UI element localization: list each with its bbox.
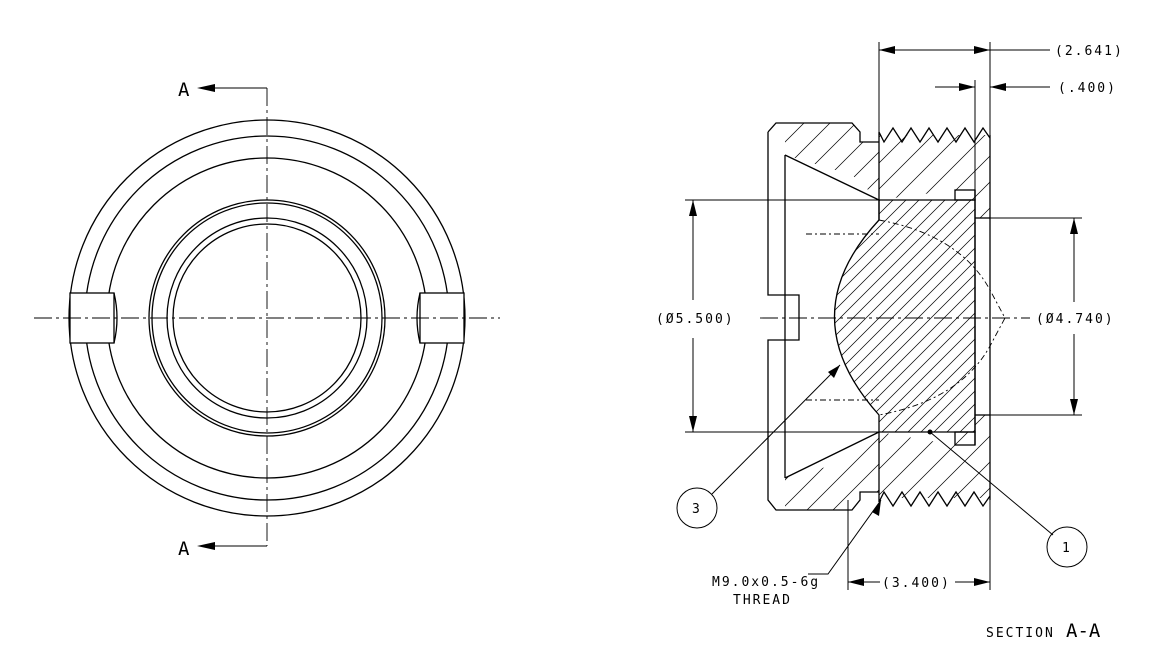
- hatch-line: [834, 200, 975, 432]
- hatch-line: [1147, 195, 1169, 440]
- hatch-line: [785, 123, 879, 510]
- hatch-line: [1072, 120, 1169, 230]
- hatch-line: [1108, 195, 1169, 440]
- dim-outer-diameter: (Ø5.500): [656, 312, 735, 327]
- hatch-line: [879, 135, 949, 218]
- lens-phantom-arc: [878, 219, 1006, 416]
- hatch-line: [1036, 400, 1156, 520]
- hatch-line: [1121, 195, 1169, 440]
- section-title-letters: A-A: [1066, 620, 1101, 642]
- hatch-line: [796, 123, 879, 510]
- hatch-line: [879, 415, 897, 498]
- hatch-line: [834, 200, 975, 432]
- hatch-line: [1160, 195, 1169, 440]
- hatch-line: [848, 123, 879, 510]
- hatch-line: [889, 135, 990, 218]
- hatch-line: [1010, 400, 1130, 520]
- hatch-line: [834, 200, 975, 432]
- hatch-line: [847, 200, 975, 432]
- hatch-line: [983, 415, 990, 498]
- hatch-line: [1134, 195, 1169, 440]
- thread-callout-spec: M9.0x0.5-6g: [712, 575, 820, 590]
- hatch-line: [957, 415, 990, 498]
- hatch-line: [834, 200, 975, 432]
- balloon-1: [1046, 526, 1088, 568]
- hatch-line: [1020, 120, 1130, 230]
- hatch-line: [925, 200, 975, 432]
- hatch-line: [899, 200, 975, 432]
- hatch-line: [834, 200, 975, 432]
- hatch-line: [834, 200, 975, 432]
- hatch-line: [879, 415, 990, 498]
- hatch-line: [912, 200, 975, 432]
- hatch-line: [760, 120, 870, 230]
- hatch-line: [834, 200, 860, 432]
- hatch-line: [785, 123, 813, 510]
- section-label-bottom: A: [178, 538, 190, 560]
- hatch-line: [785, 123, 879, 510]
- hatch-line: [873, 200, 975, 432]
- hatch-line: [994, 120, 1104, 230]
- hatch-line: [1088, 400, 1169, 520]
- hatch-line: [822, 123, 879, 510]
- balloon-3-label: 3: [692, 502, 702, 517]
- hatch-line: [967, 135, 990, 218]
- hatch-line: [834, 200, 912, 432]
- hatch-line: [834, 200, 938, 432]
- thread-bottom: [878, 490, 991, 508]
- balloon-3: [676, 487, 718, 529]
- section-title-word: SECTION: [986, 626, 1055, 641]
- dim-overall-length: (2.641): [1055, 44, 1124, 59]
- dim-relief-length: (.400): [1058, 81, 1117, 96]
- hatch-line: [834, 200, 951, 432]
- housing-outline: [767, 122, 879, 511]
- hatch-line: [1098, 120, 1169, 230]
- hatch-line: [1046, 120, 1156, 230]
- lens-outline: [833, 199, 976, 433]
- hatch-line: [905, 415, 990, 498]
- section-arrow-top: [197, 84, 215, 92]
- hatch-line: [874, 123, 879, 510]
- hatch-line: [834, 200, 975, 432]
- section-arrow-bottom: [197, 542, 215, 550]
- thread-callout-thread: THREAD: [733, 593, 792, 608]
- hatch-line: [834, 200, 975, 432]
- hatch-line: [941, 135, 990, 218]
- hatch-line: [879, 415, 923, 498]
- dim-inner-diameter: (Ø4.740): [1036, 312, 1115, 327]
- hatch-line: [1135, 115, 1169, 520]
- hatch-line: [834, 200, 975, 432]
- hatch-line: [785, 123, 879, 510]
- hatch-line: [1109, 115, 1169, 520]
- section-view: (2.641) (.400) (Ø5.500) (Ø4.740) (3.400): [656, 42, 1169, 642]
- thread-top: [878, 126, 991, 144]
- hatch-line: [834, 200, 925, 432]
- balloon-1-label: 1: [1062, 541, 1072, 556]
- hatch-line: [860, 200, 975, 432]
- hatch-line: [879, 415, 949, 498]
- front-view: A A: [34, 79, 500, 560]
- hatch-line: [1161, 115, 1169, 520]
- hatch-line: [785, 123, 839, 510]
- hatch-line: [834, 200, 964, 432]
- section-label-top: A: [178, 79, 190, 101]
- dim-thread-length: (3.400): [882, 576, 951, 591]
- hatch-line: [1062, 400, 1169, 520]
- hatch-line: [886, 200, 975, 432]
- hatch-line: [1114, 400, 1169, 520]
